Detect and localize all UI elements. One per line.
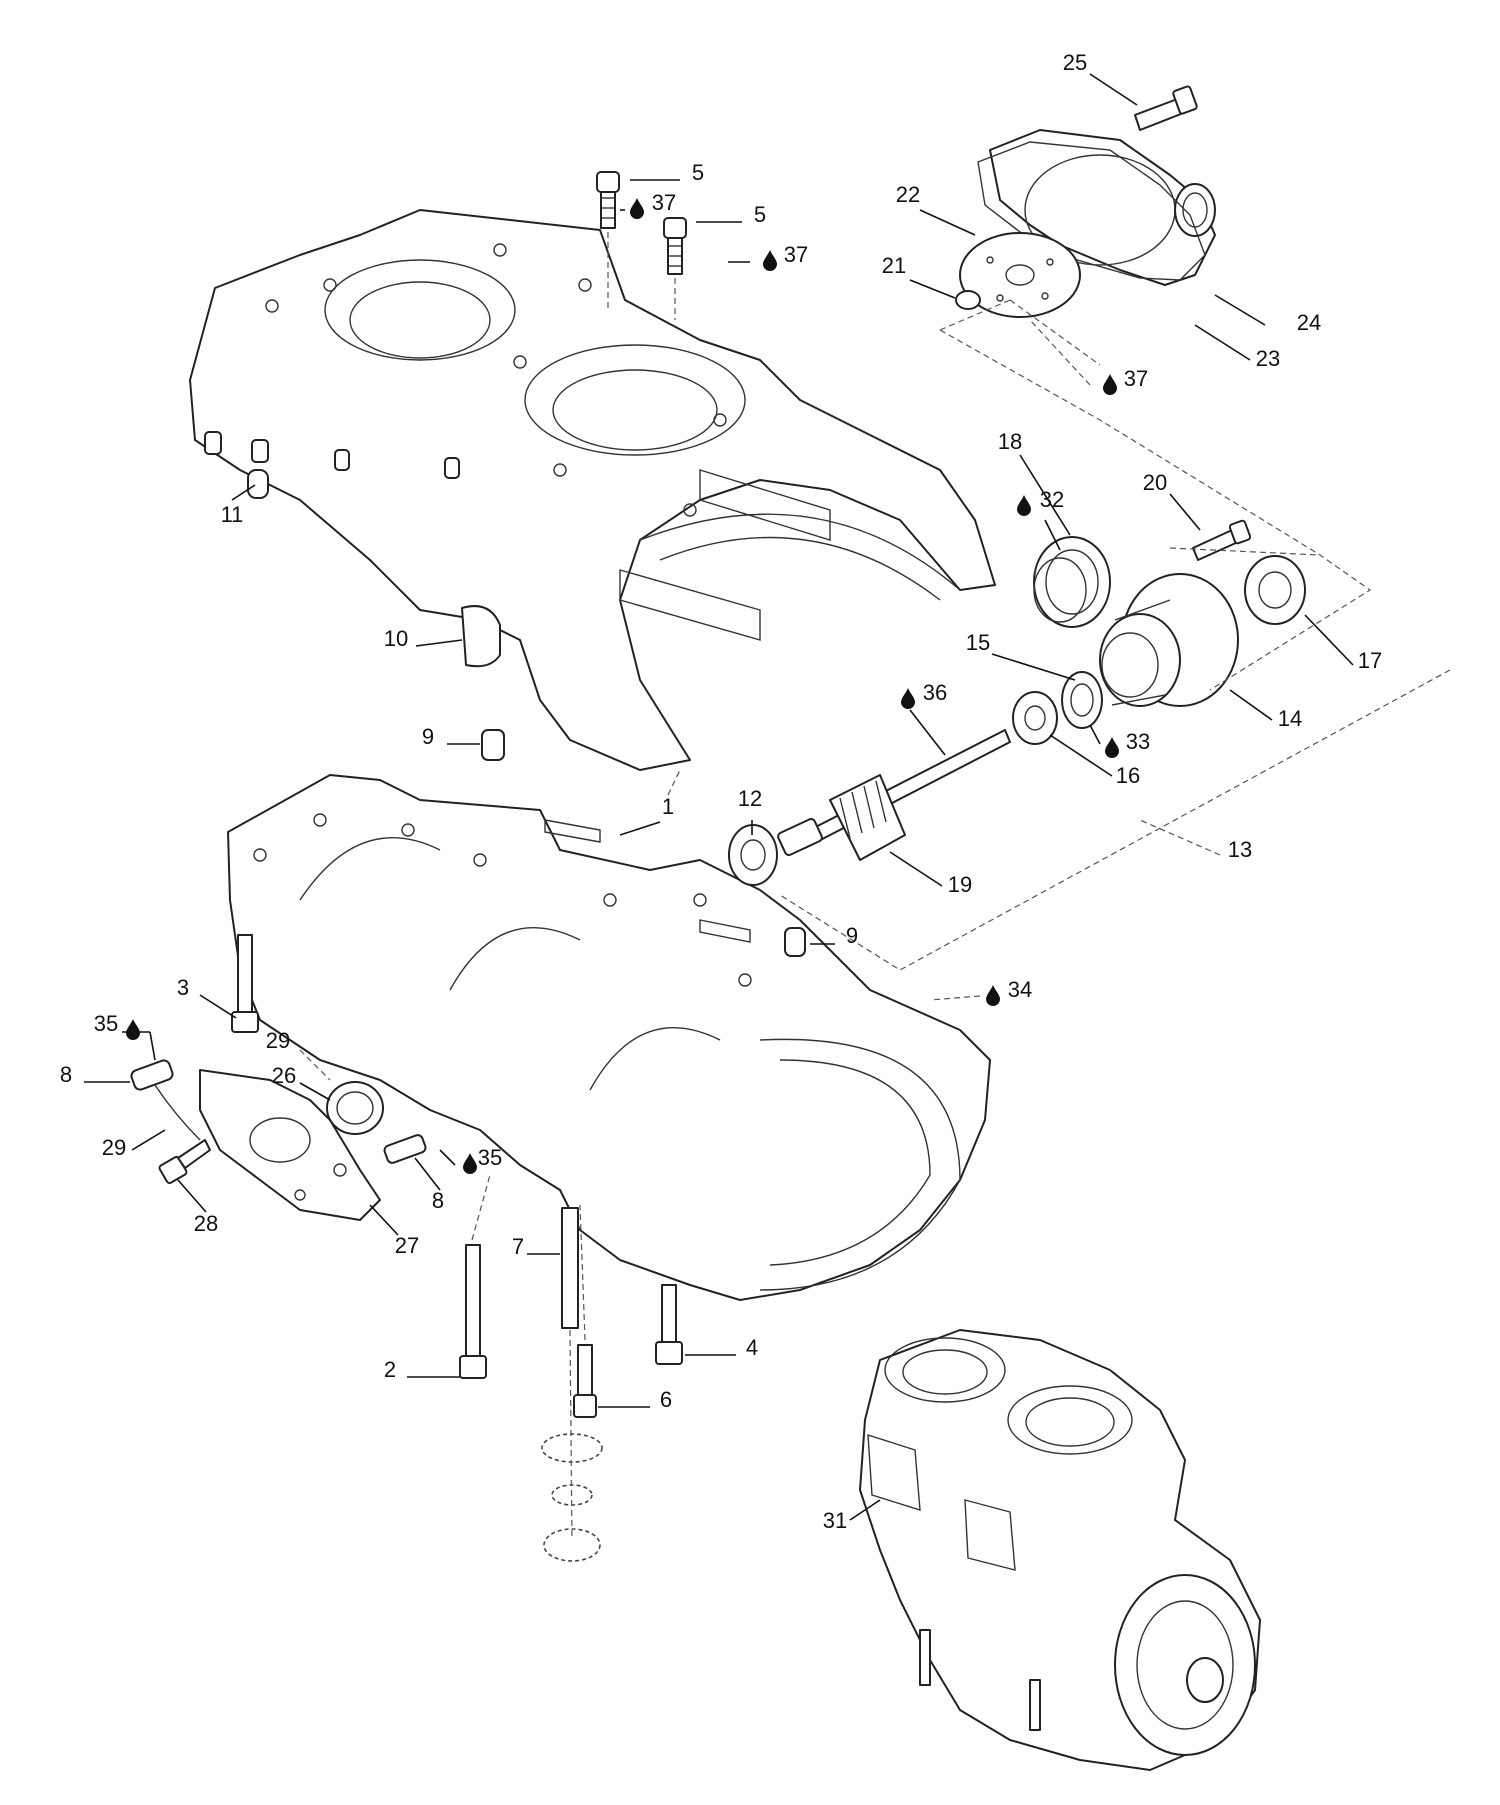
lower-crankcase <box>227 774 991 1301</box>
callout-c6: 6 <box>660 1387 672 1412</box>
oil-drop-icon <box>463 1153 477 1174</box>
callout-c37a: 37 <box>652 190 676 215</box>
oil-drop-icon <box>126 1019 140 1040</box>
callout-c22: 22 <box>896 182 920 207</box>
oil-pump-27 <box>199 1069 381 1221</box>
callout-c11: 11 <box>221 502 244 527</box>
bearing-16 <box>1012 691 1058 745</box>
fitting-8-left <box>130 1059 174 1091</box>
oil-drop-icon <box>763 250 777 271</box>
callout-c3: 3 <box>177 975 189 1000</box>
oil-drop-icon <box>1105 737 1119 758</box>
callout-c8a: 8 <box>60 1062 72 1087</box>
callout-c13: 13 <box>1228 837 1252 862</box>
washer-hidden <box>541 1433 603 1463</box>
oil-drop-icon <box>901 688 915 709</box>
callout-c37c: 37 <box>1124 366 1148 391</box>
callout-c10: 10 <box>384 626 408 651</box>
pump-shaft-19 <box>777 729 1011 861</box>
seal-10 <box>461 605 501 668</box>
lubricant-drop-symbols <box>126 198 1119 1174</box>
housing-14 <box>1099 573 1239 707</box>
callout-c12: 12 <box>738 786 762 811</box>
water-pump-housing-24 <box>989 129 1216 286</box>
callout-c1: 1 <box>662 794 674 819</box>
callout-c5b: 5 <box>754 202 766 227</box>
plug-11 <box>247 469 269 499</box>
bolt-20 <box>1192 519 1252 561</box>
gasket-23 <box>977 141 1206 281</box>
callout-c28: 28 <box>194 1211 218 1236</box>
callout-c9b: 9 <box>846 923 858 948</box>
nut-hidden <box>543 1528 601 1562</box>
callout-c24: 24 <box>1297 310 1321 335</box>
callout-c17: 17 <box>1358 648 1382 673</box>
oil-drop-icon <box>1017 495 1031 516</box>
callout-c23: 23 <box>1256 346 1280 371</box>
callout-c9a: 9 <box>422 724 434 749</box>
bolt-28 <box>158 1139 211 1185</box>
leader-lines <box>84 73 1354 1521</box>
impeller-22 <box>959 232 1081 318</box>
callout-c5a: 5 <box>692 160 704 185</box>
bolt-4 <box>655 1284 683 1365</box>
callout-c33: 33 <box>1126 729 1150 754</box>
callout-c29a: 29 <box>266 1028 290 1053</box>
callout-c18: 18 <box>998 429 1022 454</box>
callout-c36: 36 <box>923 680 947 705</box>
callout-c31: 31 <box>823 1508 847 1533</box>
engine-assembly-inset <box>859 1329 1261 1771</box>
callout-c16: 16 <box>1116 763 1140 788</box>
washer-21 <box>955 290 981 310</box>
bolt-25 <box>1134 85 1198 131</box>
upper-crankcase <box>189 209 996 771</box>
callout-c14: 14 <box>1278 706 1302 731</box>
callout-c34: 34 <box>1008 977 1032 1002</box>
seal-15 <box>1061 671 1103 729</box>
bolt-6 <box>573 1344 597 1418</box>
hose-29 <box>154 1084 201 1141</box>
oil-drop-icon <box>630 198 644 219</box>
bolt-5-left <box>596 171 620 229</box>
callout-c19: 19 <box>948 872 972 897</box>
callout-c4: 4 <box>746 1335 758 1360</box>
callout-c35a: 35 <box>94 1011 118 1036</box>
callout-c35b: 35 <box>478 1145 502 1170</box>
callout-c2: 2 <box>384 1357 396 1382</box>
bolt-5-right <box>663 217 687 275</box>
callout-c32: 32 <box>1040 487 1064 512</box>
oil-drop-icon <box>1103 374 1117 395</box>
seal-26 <box>326 1081 384 1135</box>
bolt-3 <box>231 934 259 1033</box>
callout-c7: 7 <box>512 1234 524 1259</box>
bearing-12 <box>728 824 778 886</box>
seal-17 <box>1244 555 1306 625</box>
dowel-pin-9-top <box>481 729 505 761</box>
callout-c20: 20 <box>1143 470 1167 495</box>
callout-c27: 27 <box>395 1233 419 1258</box>
callout-c25: 25 <box>1063 50 1087 75</box>
part-callouts: 1234556788991011121314151617181920212223… <box>60 50 1382 1533</box>
dowel-pin-9-right <box>784 927 806 957</box>
callout-c29b: 29 <box>102 1135 126 1160</box>
callout-c37b: 37 <box>784 242 808 267</box>
callout-c26: 26 <box>272 1063 296 1088</box>
stud-7 <box>561 1207 579 1329</box>
oil-drop-icon <box>986 985 1000 1006</box>
callout-c8b: 8 <box>432 1188 444 1213</box>
callout-c15: 15 <box>966 630 990 655</box>
seal-18 <box>1033 536 1111 628</box>
bolt-2 <box>459 1244 487 1379</box>
fitting-8-right <box>383 1134 427 1164</box>
callout-c21: 21 <box>882 253 906 278</box>
